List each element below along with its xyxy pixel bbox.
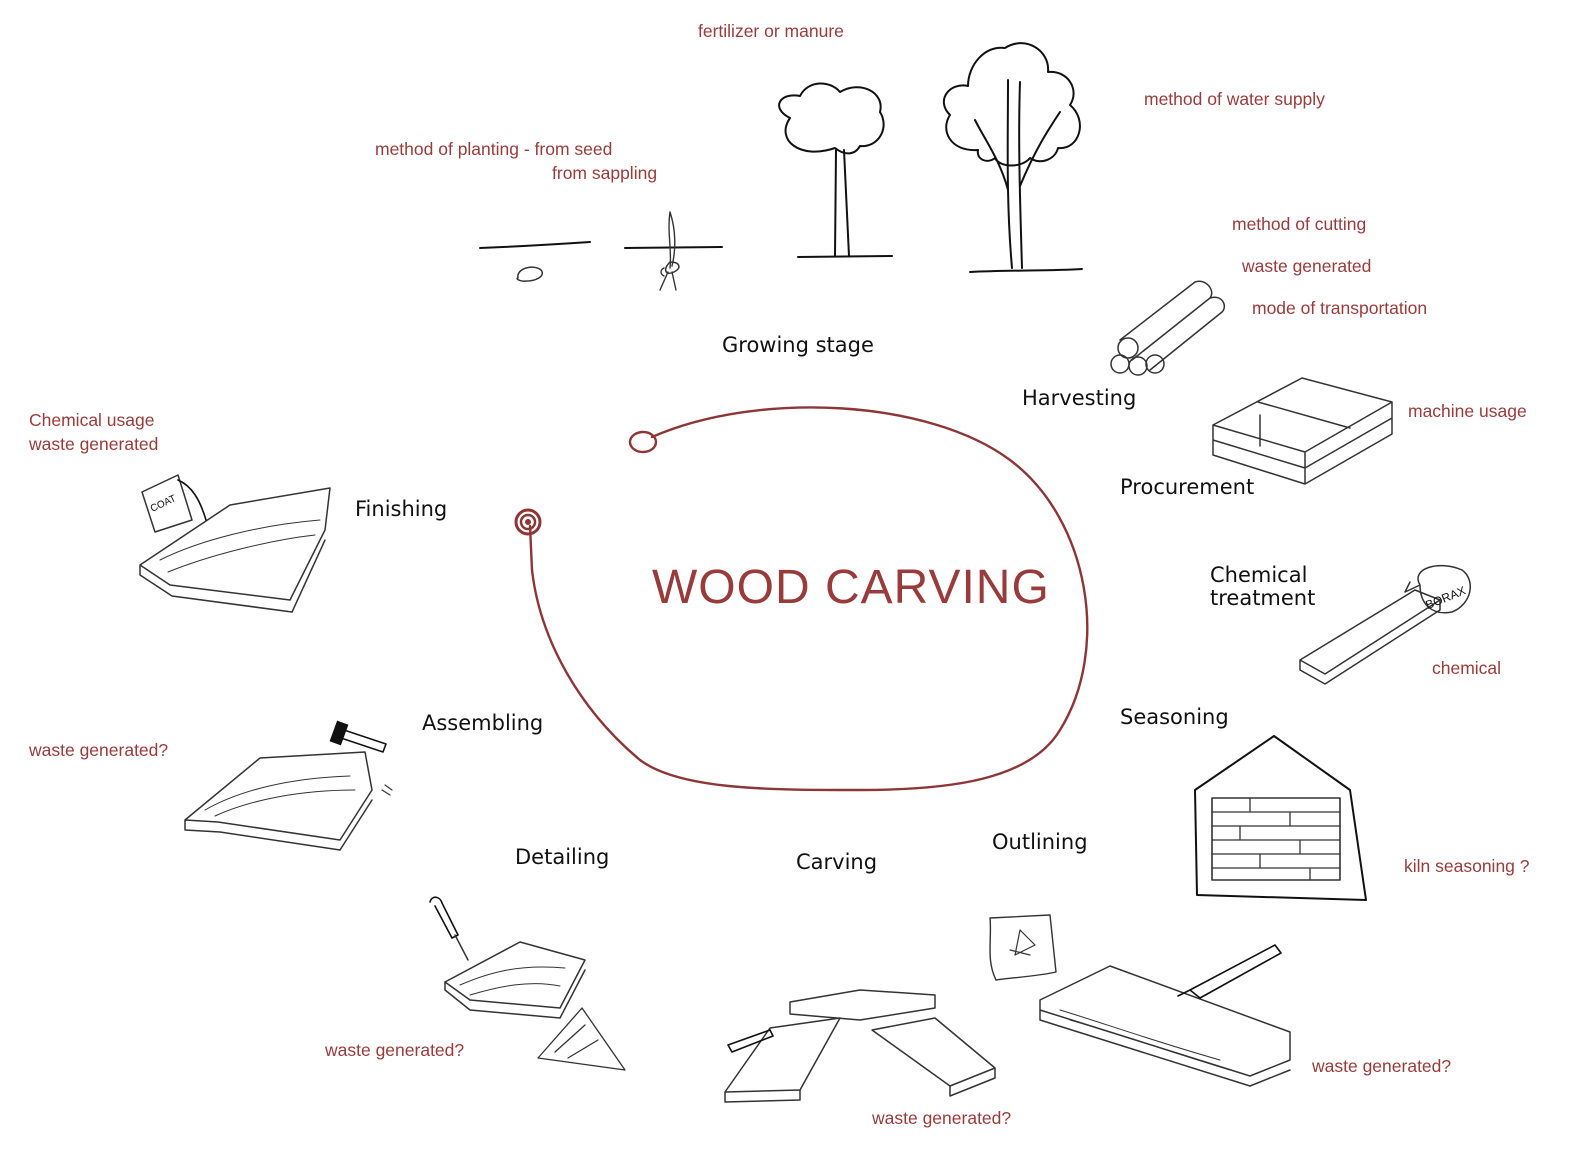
stage-carving: Carving	[796, 850, 878, 874]
note-transport: mode of transportation	[1252, 298, 1428, 318]
note-cutting: method of cutting	[1232, 214, 1367, 234]
note-kiln: kiln seasoning ?	[1404, 856, 1530, 876]
note-planting-line1: method of planting - from seed	[375, 139, 613, 159]
note-finish-line2: waste generated	[29, 434, 159, 454]
note-machine: machine usage	[1408, 401, 1527, 421]
note-water: method of water supply	[1144, 89, 1325, 109]
note-carving-waste: waste generated?	[872, 1108, 1012, 1128]
stage-procurement: Procurement	[1120, 475, 1255, 499]
note-outlining-waste: waste generated?	[1312, 1056, 1452, 1076]
note-harvest-waste: waste generated	[1242, 256, 1372, 276]
note-fertilizer: fertilizer or manure	[698, 21, 844, 41]
note-detailing-waste: waste generated?	[325, 1040, 465, 1060]
assembling-sketch-icon	[184, 720, 393, 851]
note-assembling-waste: waste generated?	[29, 740, 169, 760]
plank-stack-icon	[1212, 377, 1393, 485]
carving-pieces-icon	[724, 989, 996, 1103]
stage-finishing: Finishing	[355, 497, 448, 521]
note-finish-line1: Chemical usage	[29, 410, 155, 430]
stage-outlining: Outlining	[992, 830, 1088, 854]
cycle-loop	[514, 406, 1089, 792]
stage-growing: Growing stage	[722, 333, 874, 357]
finishing-sketch-icon: COAT	[139, 474, 331, 613]
stage-detailing: Detailing	[515, 845, 610, 869]
seed-icon	[479, 241, 591, 282]
stage-chemical-line2: treatment	[1210, 586, 1316, 610]
detailing-sketch-icon	[429, 896, 626, 1071]
note-planting-line2: from sappling	[552, 163, 658, 183]
kiln-shed-icon	[1194, 735, 1367, 901]
stage-seasoning: Seasoning	[1120, 705, 1229, 729]
stage-chemical-line1: Chemical	[1210, 563, 1308, 587]
borax-text: BORAX	[1423, 583, 1467, 612]
log-pile-icon	[1110, 280, 1226, 376]
coat-text: COAT	[149, 493, 178, 514]
mature-tree-icon	[942, 42, 1083, 273]
sapling-icon	[624, 211, 723, 291]
note-chemical: chemical	[1432, 658, 1502, 678]
diagram-title: WOOD CARVING	[652, 561, 1050, 614]
stage-harvesting: Harvesting	[1022, 386, 1137, 410]
stage-assembling: Assembling	[422, 711, 544, 735]
outlining-sketch-icon	[989, 914, 1291, 1087]
young-tree-icon	[778, 82, 893, 258]
